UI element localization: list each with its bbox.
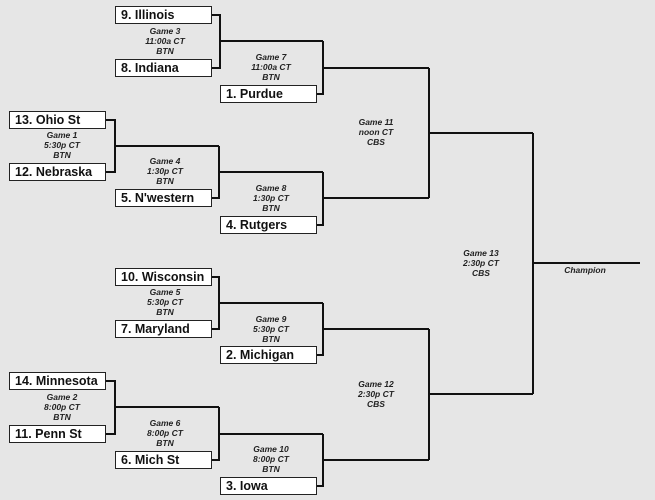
connector-game-6 [211,407,323,461]
game-3-network: BTN [156,46,174,56]
game-4-time: 1:30p CT [147,166,183,176]
game-11-time: noon CT [358,127,394,137]
team-illinois[interactable]: 9. Illinois [115,6,212,24]
game-10-name: Game 10 [253,444,289,454]
connector-game-12 [428,329,533,460]
game-13-name: Game 13 [463,248,499,258]
game-7-network: BTN [262,72,280,82]
game-9-network: BTN [262,334,280,344]
game-13-network: CBS [472,268,490,278]
game-11-info: Game 11 noon CT CBS [321,117,431,147]
game-11-name: Game 11 [358,117,394,127]
game-5-info: Game 5 5:30p CT BTN [110,287,220,317]
game-4-info: Game 4 1:30p CT BTN [110,156,220,186]
game-12-name: Game 12 [358,379,394,389]
game-9-info: Game 9 5:30p CT BTN [216,314,326,344]
team-wisconsin[interactable]: 10. Wisconsin [115,268,212,286]
game-2-name: Game 2 [46,392,78,402]
game-9-name: Game 9 [255,314,287,324]
game-7-name: Game 7 [255,52,287,62]
team-nebraska[interactable]: 12. Nebraska [9,163,106,181]
connector-game-7 [316,41,429,95]
team-northwestern[interactable]: 5. N'western [115,189,212,207]
game-5-name: Game 5 [149,287,181,297]
game-6-time: 8:00p CT [147,428,183,438]
game-5-network: BTN [156,307,174,317]
game-1-info: Game 1 5:30p CT BTN [7,130,117,160]
game-1-network: BTN [53,150,71,160]
team-penn-st[interactable]: 11. Penn St [9,425,106,443]
connector-game-1 [106,119,219,173]
game-11-network: CBS [367,137,385,147]
game-5-time: 5:30p CT [147,297,183,307]
game-7-info: Game 7 11:00a CT BTN [216,52,326,82]
game-1-name: Game 1 [46,130,78,140]
connector-game-2 [106,380,219,435]
team-iowa[interactable]: 3. Iowa [220,477,317,495]
game-10-time: 8:00p CT [253,454,289,464]
game-12-info: Game 12 2:30p CT CBS [321,379,431,409]
game-12-network: CBS [367,399,385,409]
game-6-info: Game 6 8:00p CT BTN [110,418,220,448]
game-2-info: Game 2 8:00p CT BTN [7,392,117,422]
game-2-time: 8:00p CT [44,402,80,412]
connector-game-3 [210,14,323,69]
team-purdue[interactable]: 1. Purdue [220,85,317,103]
champion-label: Champion [564,265,606,275]
game-8-name: Game 8 [255,183,287,193]
game-3-name: Game 3 [149,26,181,36]
game-8-network: BTN [262,203,280,213]
game-10-info: Game 10 8:00p CT BTN [216,444,326,474]
connector-game-8 [316,172,429,226]
connector-game-9 [316,303,429,356]
game-9-time: 5:30p CT [253,324,289,334]
game-4-name: Game 4 [149,156,181,166]
game-6-network: BTN [156,438,174,448]
connector-game-11 [428,68,533,198]
game-7-time: 11:00a CT [251,62,291,72]
game-6-name: Game 6 [149,418,181,428]
team-minnesota[interactable]: 14. Minnesota [9,372,106,390]
team-indiana[interactable]: 8. Indiana [115,59,212,77]
game-3-info: Game 3 11:00a CT BTN [110,26,220,56]
team-michigan[interactable]: 2. Michigan [220,346,317,364]
team-rutgers[interactable]: 4. Rutgers [220,216,317,234]
team-ohio-st[interactable]: 13. Ohio St [9,111,106,129]
team-maryland[interactable]: 7. Maryland [115,320,212,338]
game-1-time: 5:30p CT [44,140,80,150]
connector-game-5 [211,276,323,330]
game-12-time: 2:30p CT [358,389,394,399]
game-2-network: BTN [53,412,71,422]
game-4-network: BTN [156,176,174,186]
team-mich-st[interactable]: 6. Mich St [115,451,212,469]
connector-game-13 [532,133,640,394]
game-10-network: BTN [262,464,280,474]
connector-game-10 [316,434,429,487]
game-8-info: Game 8 1:30p CT BTN [216,183,326,213]
game-13-time: 2:30p CT [463,258,499,268]
game-13-info: Game 13 2:30p CT CBS [426,248,536,278]
connector-game-4 [211,146,323,199]
game-8-time: 1:30p CT [253,193,289,203]
game-3-time: 11:00a CT [145,36,185,46]
